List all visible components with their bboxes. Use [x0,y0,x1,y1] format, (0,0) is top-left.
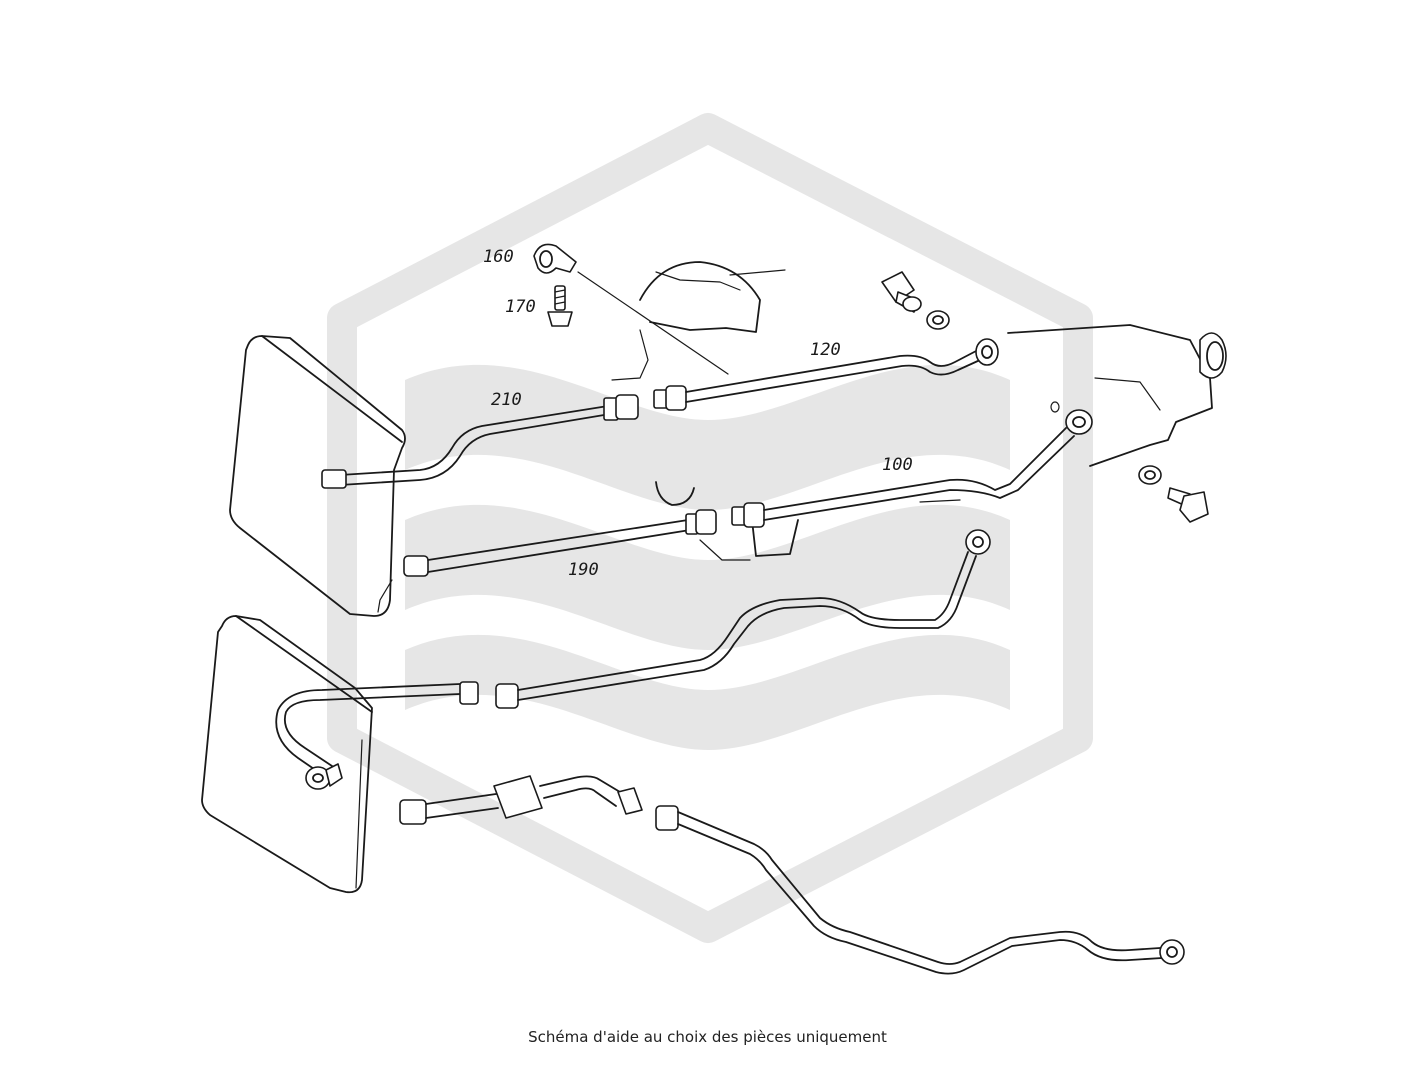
banjo-bolt-lower [1138,465,1209,523]
engine-bracket [611,261,786,381]
hose-part-190 [403,509,717,577]
pipe-part-120 [653,338,999,411]
label-part-160: 160 [483,247,514,267]
cooler-pipe-lower [275,529,991,790]
label-part-100: 100 [882,455,913,475]
label-part-190: 190 [568,560,599,580]
clip-part-160 [533,243,729,375]
banjo-bolt-upper [881,271,950,330]
diagram-disclaimer-caption: Schéma d'aide au choix des pièces unique… [528,1028,887,1046]
lower-housing-bracket [655,481,961,561]
transmission-housing [1007,324,1227,467]
radiator-panel-lower [201,615,373,894]
screw-part-170 [547,285,573,327]
hose-part-210 [321,394,639,489]
pipe-bottom [399,775,1185,975]
label-part-210: 210 [491,390,522,410]
label-part-170: 170 [505,297,536,317]
pipe-part-100 [731,401,1093,528]
label-part-120: 120 [810,340,841,360]
radiator-panel-upper [229,335,406,617]
